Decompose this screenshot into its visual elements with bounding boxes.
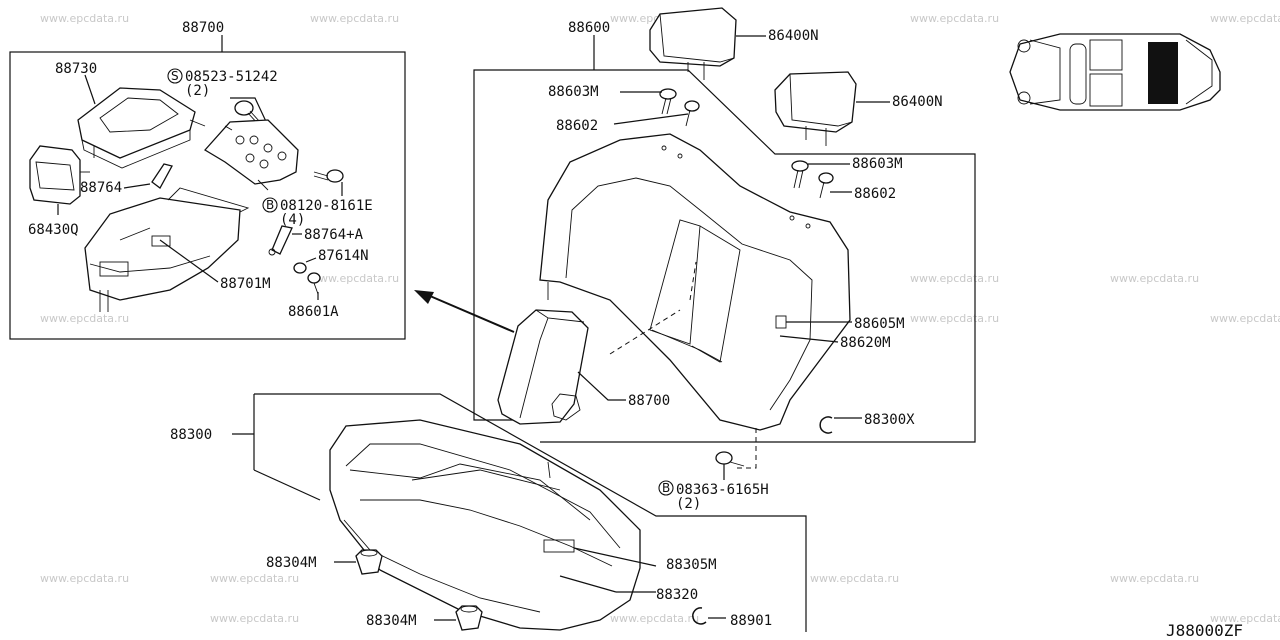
screw-part (307, 272, 321, 295)
b-symbol-letter: B (662, 481, 670, 495)
part-label-88701m: 88701M (220, 276, 271, 292)
part-quantity: (2) (185, 83, 210, 99)
part-label-88601a: 88601A (288, 304, 339, 320)
part-label-86400n: 86400N (768, 28, 819, 44)
part-label-88300x: 88300X (864, 412, 915, 428)
hinge-bracket-part (203, 119, 299, 191)
diagram-code: J88000ZF (1166, 621, 1243, 640)
seatback-group: 88600 86400N 86400N 88603M (473, 7, 976, 443)
part-label-88700: 88700 (182, 20, 224, 36)
watermark: www.epcdata.ru (810, 572, 899, 585)
leader-line (573, 547, 657, 567)
watermark: www.epcdata.ru (210, 612, 299, 625)
armrest-body-part (84, 187, 250, 312)
part-quantity: (2) (676, 496, 701, 512)
watermark: www.epcdata.ru (910, 12, 999, 25)
watermark: www.epcdata.ru (40, 12, 129, 25)
watermark: www.epcdata.ru (1210, 12, 1280, 25)
clip-part (268, 225, 293, 256)
part-label-08363-6165h: 08363-6165H (676, 482, 769, 498)
part-quantity: (4) (280, 212, 305, 228)
b-symbol-icon (658, 480, 674, 496)
headrest-part (649, 7, 737, 80)
leader-line (159, 239, 219, 283)
s-symbol-letter: S (171, 69, 179, 83)
seat-cushion-group: 88300 88305M 88320 88304M 88304M (170, 393, 807, 632)
watermark: www.epcdata.ru (910, 312, 999, 325)
highlighted-rear-seat (1148, 42, 1178, 104)
part-label-08120-8161e: 08120-8161E (280, 198, 373, 214)
watermark: www.epcdata.ru (40, 312, 129, 325)
part-label-88320: 88320 (656, 587, 698, 603)
watermark: www.epcdata.ru (1210, 312, 1280, 325)
part-label-87614n: 87614N (318, 248, 369, 264)
watermark: www.epcdata.ru (210, 572, 299, 585)
part-label-08523-51242: 08523-51242 (185, 69, 278, 85)
part-label-88603m: 88603M (852, 156, 903, 172)
part-label-88605m: 88605M (854, 316, 905, 332)
watermark: www.epcdata.ru (310, 12, 399, 25)
leader-line (736, 428, 757, 469)
seatback-body-part (539, 133, 851, 431)
bolt-part (313, 169, 344, 183)
watermark: www.epcdata.ru (1210, 612, 1280, 625)
part-label-88304m: 88304M (366, 613, 417, 629)
part-label-88620m: 88620M (840, 335, 891, 351)
clip-part (692, 607, 707, 625)
part-label-88304m: 88304M (266, 555, 317, 571)
headrest-part (774, 71, 857, 146)
leader-line (559, 575, 617, 593)
vehicle-locator-icon (1009, 33, 1221, 111)
headrest-guide-part (659, 88, 700, 127)
armrest-detail-group: 88700 88730 S 08523-51242 (2) (9, 20, 406, 340)
watermark: www.epcdata.ru (610, 612, 699, 625)
b-symbol-icon (262, 197, 278, 213)
leader-line (123, 183, 151, 189)
leader-line (577, 371, 626, 401)
part-label-88602: 88602 (854, 186, 896, 202)
seat-cushion-part (329, 419, 641, 631)
leader-line (779, 335, 839, 343)
part-label-88700: 88700 (628, 393, 670, 409)
part-label-88764-a: 88764+A (304, 227, 364, 243)
part-label-86400n: 86400N (892, 94, 943, 110)
seat-cushion-frame (254, 393, 807, 632)
cup-holder-part (29, 145, 90, 205)
leader-line (84, 74, 96, 105)
part-label-88603m: 88603M (548, 84, 599, 100)
grommet-part (455, 605, 483, 631)
headrest-guide-part (791, 160, 834, 199)
nut-part (293, 262, 307, 274)
center-armrest-part (497, 309, 589, 425)
part-label-88764: 88764 (80, 180, 122, 196)
leader-line (230, 97, 271, 131)
part-label-68430q: 68430Q (28, 222, 79, 238)
watermark: www.epcdata.ru (1110, 572, 1199, 585)
seatback-group-frame (473, 69, 976, 443)
s-symbol-icon (167, 68, 183, 84)
part-label-88305m: 88305M (666, 557, 717, 573)
watermark: www.epcdata.ru (310, 272, 399, 285)
bolt-part (715, 451, 733, 465)
part-label-88730: 88730 (55, 61, 97, 77)
leader-line (613, 113, 689, 125)
reference-arrow (414, 290, 515, 333)
armrest-detail-frame (9, 51, 406, 340)
part-label-88600: 88600 (568, 20, 610, 36)
part-label-88901: 88901 (730, 613, 772, 629)
b-symbol-letter: B (266, 198, 274, 212)
part-label-88300: 88300 (170, 427, 212, 443)
leader-line (305, 257, 317, 263)
watermark: www.epcdata.ru (1110, 272, 1199, 285)
armrest-lid-part (77, 87, 206, 169)
part-label-88602: 88602 (556, 118, 598, 134)
watermark: www.epcdata.ru (40, 572, 129, 585)
grommet-part (355, 549, 383, 575)
watermark: www.epcdata.ru (910, 272, 999, 285)
bolt-group: B 08363-6165H (2) (658, 428, 769, 512)
clip-part (151, 163, 173, 189)
clip-part (819, 416, 833, 434)
